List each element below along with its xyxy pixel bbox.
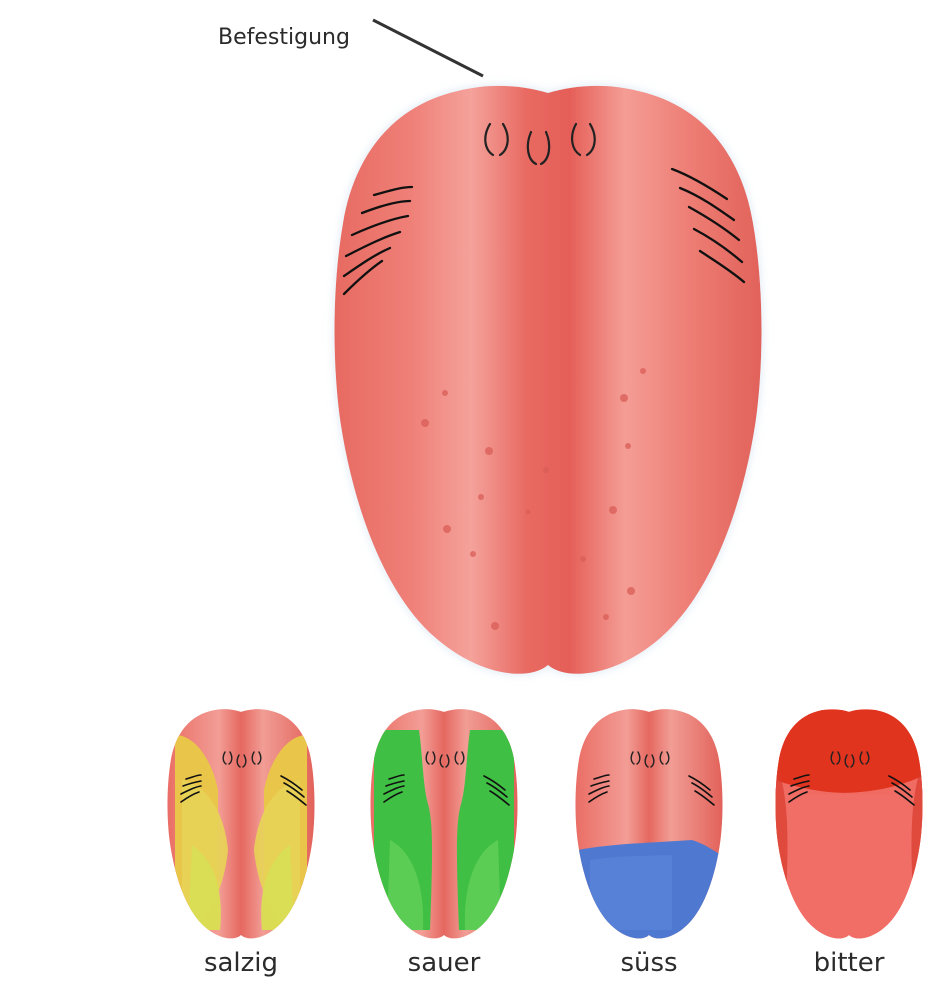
attachment-label: Befestigung — [218, 27, 350, 49]
taste-map-bitter — [770, 709, 929, 940]
taste-label-salzig: salzig — [171, 950, 311, 976]
taste-map-salzig — [168, 709, 315, 938]
taste-map-sauer — [371, 709, 518, 938]
attachment-pointer-line — [373, 20, 483, 76]
taste-map-suess — [576, 709, 723, 940]
main-tongue — [335, 86, 762, 674]
taste-label-suess: süss — [579, 950, 719, 976]
taste-label-bitter: bitter — [779, 950, 919, 976]
taste-label-sauer: sauer — [374, 950, 514, 976]
small-papillae-marks — [223, 752, 869, 767]
